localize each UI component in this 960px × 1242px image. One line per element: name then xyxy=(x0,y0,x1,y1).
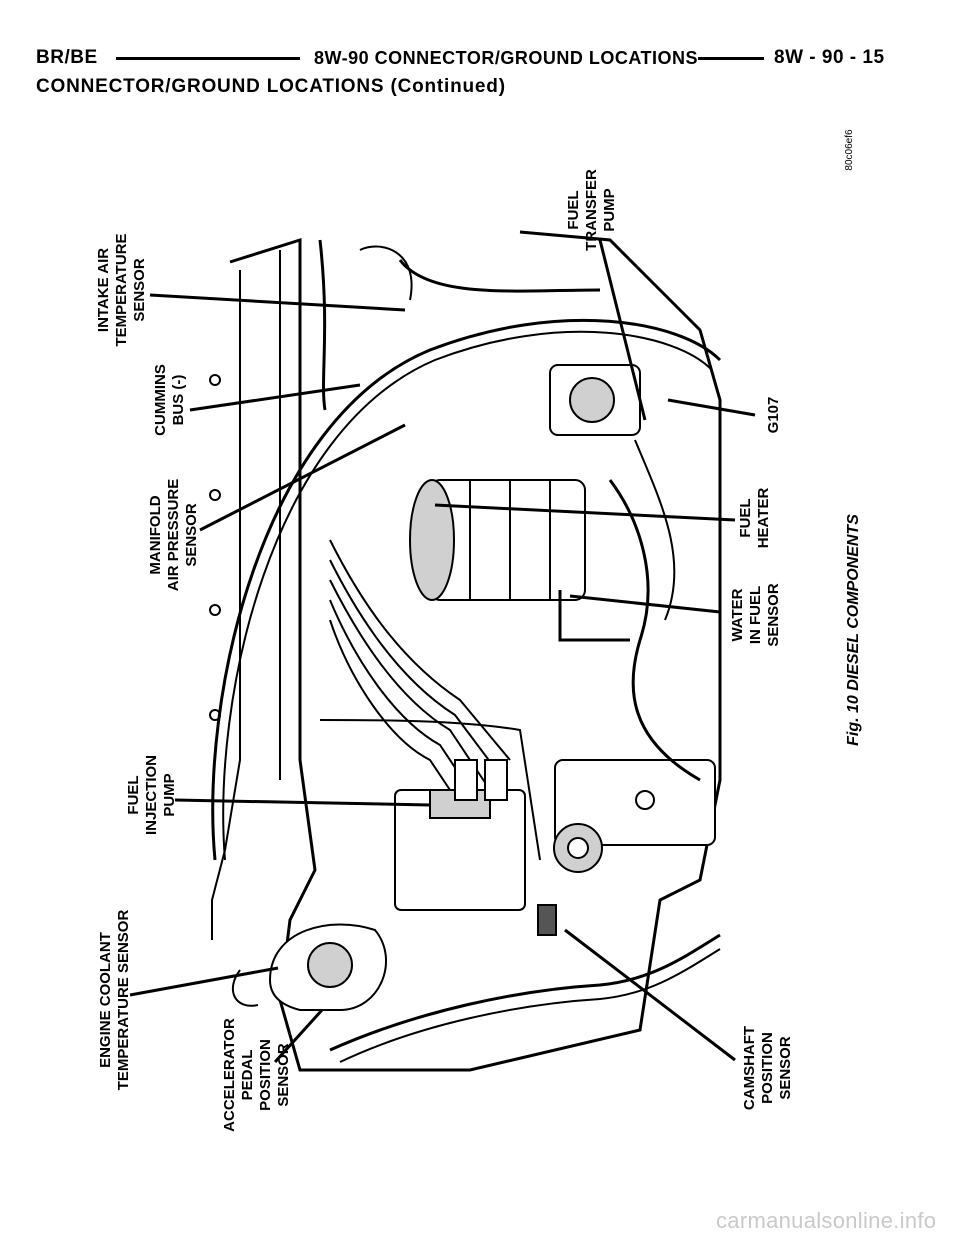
fitting xyxy=(484,759,508,801)
leader-water-in-fuel xyxy=(569,594,721,614)
lower-harness xyxy=(329,933,721,1052)
fuel-filter-cap xyxy=(409,479,455,601)
side-hose xyxy=(634,439,676,621)
label-map-3: SENSOR xyxy=(183,503,200,567)
label-coolant-temp-1: ENGINE COOLANT xyxy=(97,932,114,1068)
leader-lines xyxy=(129,239,756,1064)
label-apps-1: ACCELERATOR xyxy=(221,1018,238,1132)
injection-line xyxy=(329,619,471,821)
leader-transfer-pump xyxy=(598,239,647,421)
label-injection-pump-1: FUEL xyxy=(125,775,142,814)
fuel-filter-ribs xyxy=(469,480,551,600)
injection-line xyxy=(319,719,541,861)
leader-apps xyxy=(273,1008,324,1064)
label-apps-4: SENSOR xyxy=(275,1043,292,1107)
label-wif-3: SENSOR xyxy=(765,583,782,647)
label-apps-2: PEDAL xyxy=(239,1050,256,1101)
gear-hub xyxy=(567,837,589,859)
bolt xyxy=(209,374,221,386)
label-fuel-heater-1: FUEL xyxy=(737,498,754,537)
label-wif-1: WATER xyxy=(729,588,746,641)
label-injection-pump-2: INJECTION xyxy=(143,755,160,835)
label-apps-3: POSITION xyxy=(257,1039,274,1111)
leader-coolant-temp xyxy=(129,966,279,997)
label-intake-air-1: INTAKE AIR xyxy=(95,248,112,332)
page-header: BR/BE 8W-90 CONNECTOR/GROUND LOCATIONS 8… xyxy=(36,44,926,72)
label-coolant-temp-2: TEMPERATURE SENSOR xyxy=(115,910,132,1091)
side-harness xyxy=(608,479,701,782)
wiring-loop xyxy=(211,318,722,861)
header-page-number: 8W - 90 - 15 xyxy=(774,44,885,72)
label-fuel-transfer-pump-1: FUEL xyxy=(565,190,582,229)
throttle-lever xyxy=(307,942,353,988)
page-subtitle: CONNECTOR/GROUND LOCATIONS (Continued) xyxy=(36,76,506,97)
figure-caption: Fig. 10 DIESEL COMPONENTS xyxy=(845,514,862,746)
lower-harness-inner xyxy=(339,948,721,1063)
label-intake-air-3: SENSOR xyxy=(131,258,148,322)
leader-intake-air-temp xyxy=(149,293,406,312)
header-section-title: 8W-90 CONNECTOR/GROUND LOCATIONS xyxy=(314,44,698,72)
label-camshaft-3: SENSOR xyxy=(777,1036,794,1100)
header-model: BR/BE xyxy=(36,44,98,72)
bolt xyxy=(209,604,221,616)
label-map-2: AIR PRESSURE xyxy=(165,479,182,592)
wiring-loop-inner xyxy=(222,330,713,861)
leader-injection-pump xyxy=(174,798,431,807)
harness-top xyxy=(398,259,601,293)
engine-illustration xyxy=(209,230,722,1072)
wif-pipe xyxy=(558,590,630,642)
label-camshaft-1: CAMSHAFT xyxy=(741,1026,758,1110)
component-labels: FUEL TRANSFER PUMP INTAKE AIR TEMPERATUR… xyxy=(95,169,794,1132)
label-intake-air-2: TEMPERATURE xyxy=(113,233,130,346)
label-wif-2: IN FUEL xyxy=(747,586,764,644)
figure-id-code: 80c06ef6 xyxy=(844,129,855,171)
label-cummins-bus-2: BUS (-) xyxy=(170,375,187,426)
label-fuel-transfer-pump-2: TRANSFER xyxy=(583,169,600,251)
fitting xyxy=(454,759,478,801)
harness-loop xyxy=(359,245,413,301)
injection-line xyxy=(329,559,501,776)
label-g107: G107 xyxy=(765,397,782,434)
header-rule-left xyxy=(116,57,300,60)
leader-camshaft xyxy=(564,928,736,1062)
leader-map-sensor xyxy=(199,423,406,532)
leader-cummins-bus xyxy=(189,383,361,412)
engine-block-outline xyxy=(229,230,722,1072)
leader-g107 xyxy=(667,398,756,417)
injection-line xyxy=(329,599,481,806)
bolt xyxy=(209,489,221,501)
label-cummins-bus-1: CUMMINS xyxy=(152,364,169,436)
injection-line xyxy=(329,539,511,761)
label-map-1: MANIFOLD xyxy=(147,495,164,574)
label-injection-pump-3: PUMP xyxy=(161,773,178,816)
label-fuel-heater-2: HEATER xyxy=(755,488,772,549)
gear-housing xyxy=(554,759,716,846)
label-camshaft-2: POSITION xyxy=(759,1032,776,1104)
camshaft-sensor xyxy=(537,904,557,936)
intake-tube xyxy=(318,239,327,411)
watermark: carmanualsonline.info xyxy=(716,1208,937,1233)
label-fuel-transfer-pump-3: PUMP xyxy=(601,188,618,231)
bolt xyxy=(635,790,655,810)
leader-fuel-heater xyxy=(434,503,736,522)
injection-line xyxy=(329,579,491,791)
transfer-pump-cover xyxy=(569,377,615,423)
